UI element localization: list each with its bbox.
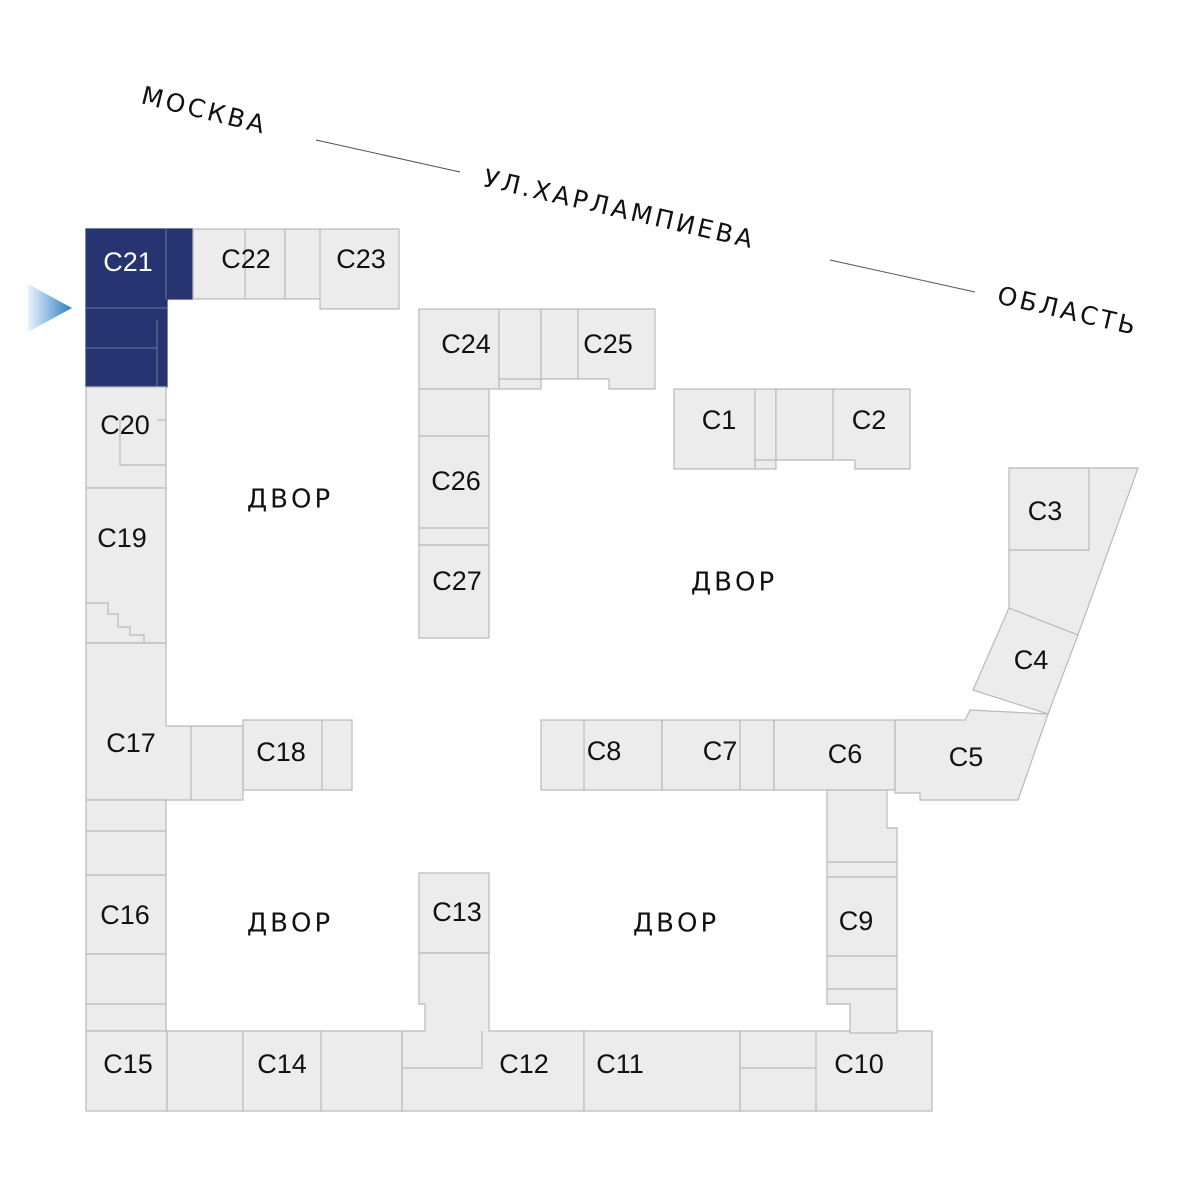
section-c6[interactable] — [773, 719, 896, 791]
section-label-c8: С8 — [587, 736, 622, 766]
section-label-c9: С9 — [839, 906, 874, 936]
section-c3[interactable] — [1008, 467, 1139, 636]
courtyard-label-2: ДВОР — [691, 568, 777, 598]
section-label-c19: С19 — [97, 523, 147, 553]
section-label-c7: С7 — [703, 736, 738, 766]
section-label-c24: С24 — [441, 329, 491, 359]
section-label-c2: С2 — [852, 405, 887, 435]
section-c10[interactable] — [739, 1030, 933, 1112]
section-c5[interactable] — [894, 709, 1049, 801]
section-label-c20: С20 — [100, 410, 150, 440]
section-label-c5: С5 — [949, 742, 984, 772]
courtyard-label-3: ДВОР — [247, 909, 333, 939]
street-line-2 — [829, 259, 976, 293]
section-c2[interactable] — [775, 388, 911, 470]
section-label-c22: С22 — [221, 244, 271, 274]
street-part-oblast: ОБЛАСТЬ — [995, 281, 1141, 342]
section-c1[interactable] — [673, 388, 777, 470]
section-label-c21: С21 — [103, 247, 153, 277]
section-label-c18: С18 — [256, 737, 306, 767]
section-c16[interactable] — [85, 799, 167, 1032]
section-label-c11: С11 — [596, 1049, 644, 1079]
section-c9[interactable] — [826, 789, 898, 1034]
section-label-c15: С15 — [103, 1049, 153, 1079]
section-label-c25: С25 — [583, 329, 633, 359]
section-label-c14: С14 — [257, 1049, 307, 1079]
section-c20[interactable] — [85, 386, 167, 489]
section-c11[interactable] — [583, 1030, 741, 1112]
section-label-c23: С23 — [336, 244, 386, 274]
section-label-c12: С12 — [499, 1049, 549, 1079]
section-c18[interactable] — [242, 719, 353, 791]
section-c23[interactable] — [284, 228, 400, 310]
section-label-c13: С13 — [432, 897, 482, 927]
courtyard-label-4: ДВОР — [633, 909, 719, 939]
section-c15[interactable] — [85, 1030, 168, 1112]
section-c27[interactable] — [418, 544, 490, 639]
street-part-moskva: МОСКВА — [139, 81, 271, 140]
street-line-1 — [315, 139, 461, 173]
section-c19[interactable] — [85, 487, 167, 644]
courtyard-label-1: ДВОР — [247, 485, 333, 515]
section-label-c16: С16 — [100, 900, 150, 930]
section-c13[interactable] — [418, 872, 490, 954]
section-c26[interactable] — [418, 388, 490, 546]
section-label-c3: С3 — [1028, 496, 1063, 526]
section-c12[interactable] — [401, 952, 585, 1112]
section-label-c4: С4 — [1014, 645, 1049, 675]
street-label: МОСКВА УЛ.ХАРЛАМПИЕВА ОБЛАСТЬ — [139, 81, 1142, 341]
section-label-c6: С6 — [828, 739, 863, 769]
section-c17[interactable] — [85, 642, 244, 801]
street-part-name: УЛ.ХАРЛАМПИЕВА — [481, 164, 759, 255]
section-label-c10: С10 — [834, 1049, 884, 1079]
section-label-c27: С27 — [432, 566, 482, 596]
section-c14[interactable] — [166, 1030, 403, 1112]
section-c7[interactable] — [661, 719, 775, 791]
section-label-c1: С1 — [702, 405, 737, 435]
section-label-c17: С17 — [106, 728, 156, 758]
section-label-c26: С26 — [431, 466, 481, 496]
pointer-arrow-icon — [28, 284, 72, 332]
section-c25[interactable] — [540, 308, 656, 390]
